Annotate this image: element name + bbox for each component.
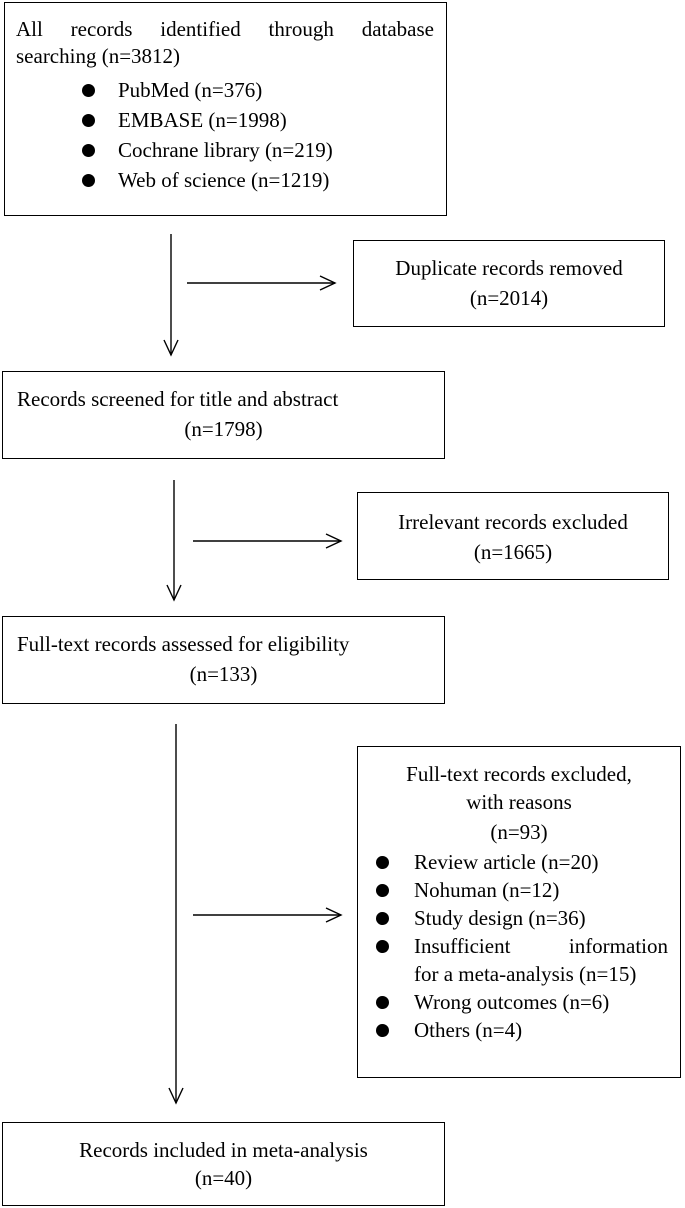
- bullet-icon: [82, 114, 95, 127]
- source-item: Cochrane library (n=219): [82, 137, 333, 167]
- bullet-icon: [376, 856, 389, 869]
- screened-label: Records screened for title and abstract: [17, 387, 339, 411]
- source-item: PubMed (n=376): [82, 77, 333, 107]
- exclusion-reason-list: Review article (n=20) Nohuman (n=12) Stu…: [376, 849, 668, 1045]
- included-box: Records included in meta-analysis (n=40): [2, 1122, 445, 1206]
- fulltext-label: Full-text records assessed for eligibili…: [17, 632, 350, 656]
- duplicates-box: Duplicate records removed (n=2014): [353, 240, 665, 327]
- irrelevant-count: (n=1665): [473, 540, 553, 564]
- reason-item-continuation: for a meta-analysis (n=15): [414, 962, 637, 986]
- bullet-icon: [376, 912, 389, 925]
- reason-item: Nohuman (n=12): [376, 877, 668, 905]
- reason-item: Insufficient information: [376, 933, 668, 961]
- irrelevant-label: Irrelevant records excluded: [398, 510, 628, 534]
- excluded-line2: with reasons: [466, 790, 572, 814]
- arrowhead-down-icon: [166, 584, 182, 602]
- fulltext-box: Full-text records assessed for eligibili…: [2, 616, 445, 704]
- identification-count: (n=3812): [101, 44, 181, 68]
- arrowhead-right-icon: [325, 907, 343, 923]
- screened-box: Records screened for title and abstract …: [2, 371, 445, 459]
- bullet-icon: [82, 144, 95, 157]
- included-label: Records included in meta-analysis: [79, 1138, 368, 1162]
- identification-line2-prefix: searching: [16, 44, 97, 68]
- bullet-icon: [376, 996, 389, 1009]
- reason-item: Wrong outcomes (n=6): [376, 989, 668, 1017]
- bullet-icon: [82, 174, 95, 187]
- included-count: (n=40): [194, 1166, 253, 1190]
- duplicates-count: (n=2014): [469, 286, 549, 310]
- fulltext-count: (n=133): [189, 662, 258, 686]
- bullet-icon: [376, 884, 389, 897]
- identification-box: All records identified through database …: [4, 2, 447, 216]
- identification-line1: All records identified through database: [16, 17, 434, 41]
- duplicates-label: Duplicate records removed: [395, 256, 623, 280]
- irrelevant-box: Irrelevant records excluded (n=1665): [357, 492, 669, 580]
- arrowhead-right-icon: [325, 533, 343, 549]
- bullet-icon: [82, 84, 95, 97]
- reason-item: Study design (n=36): [376, 905, 668, 933]
- bullet-icon: [376, 1024, 389, 1037]
- identification-line2: searching (n=3812): [16, 43, 180, 69]
- arrowhead-down-icon: [168, 1087, 184, 1105]
- excluded-box: Full-text records excluded, with reasons…: [357, 746, 681, 1078]
- excluded-count: (n=93): [490, 820, 548, 844]
- bullet-icon: [376, 940, 389, 953]
- database-source-list: PubMed (n=376) EMBASE (n=1998) Cochrane …: [82, 77, 333, 197]
- screened-count: (n=1798): [184, 417, 263, 441]
- source-item: EMBASE (n=1998): [82, 107, 333, 137]
- source-item: Web of science (n=1219): [82, 167, 333, 197]
- reason-item: Review article (n=20): [376, 849, 668, 877]
- arrowhead-down-icon: [163, 339, 179, 357]
- excluded-line1: Full-text records excluded,: [406, 762, 632, 786]
- arrowhead-right-icon: [319, 275, 337, 291]
- reason-item: Others (n=4): [376, 1017, 668, 1045]
